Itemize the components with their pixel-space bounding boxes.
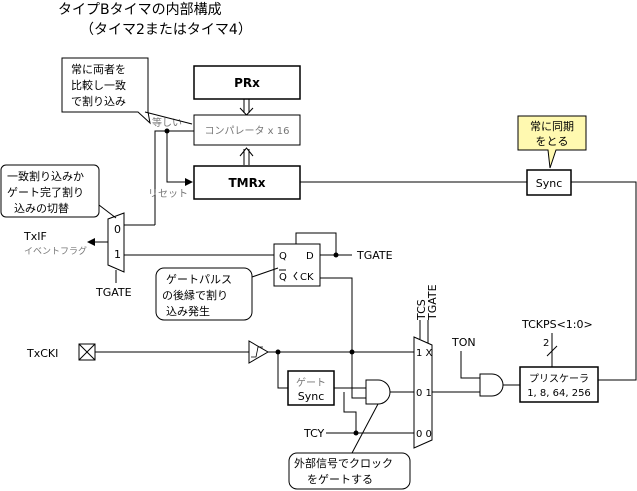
callout-external-1: 外部信号でクロック	[294, 456, 393, 470]
callout-switch-2: ゲート完了割り	[7, 185, 84, 199]
ff-d: D	[306, 251, 314, 262]
callout-compare-2: 比較し一致	[71, 78, 126, 92]
event-flag-label: イベントフラグ	[24, 245, 87, 257]
callout-external-2: をゲートする	[307, 473, 373, 486]
callout-external-pointer	[351, 403, 379, 454]
mux-in-1: 1	[114, 248, 121, 261]
tcy-to-gate-sync	[343, 392, 357, 433]
gate-sync-line1: ゲート	[296, 377, 326, 389]
callout-pulse-pointer	[251, 267, 279, 278]
callout-compare-box	[61, 57, 151, 125]
callout-switch-1: 一致割り込みか	[7, 169, 84, 183]
callout-switch-3: 込みの切替	[14, 201, 69, 215]
callout-external-box	[288, 452, 411, 490]
tcy-label: TCY	[303, 427, 325, 440]
equal-wire	[154, 130, 194, 225]
clock-source-mux	[413, 336, 433, 449]
to-gate-sync-wire	[277, 352, 288, 389]
sync-block	[526, 169, 572, 196]
sync-label: Sync	[536, 177, 563, 190]
comparator-label: コンパレータ x 16	[205, 125, 290, 137]
callout-switch-pointer	[98, 204, 117, 219]
buffer-junction-2	[349, 349, 355, 355]
and-input-2	[351, 388, 366, 399]
tmrx-label: TMRx	[228, 176, 265, 190]
and-gate-ton	[479, 373, 504, 397]
prx-register	[193, 65, 301, 100]
and-gate-external	[365, 379, 391, 405]
reset-wire	[166, 131, 193, 186]
callout-sync-box	[517, 115, 587, 169]
tgate-bottom-label: TGATE	[95, 286, 132, 299]
callout-pulse-1: ゲートパルス	[166, 273, 232, 286]
schmitt-symbol	[251, 346, 263, 358]
reset-label: リセット	[148, 188, 188, 200]
tmrx-register	[193, 165, 301, 200]
mux3-00: 0 0	[416, 429, 432, 440]
prescaler-line2: 1, 8, 64, 256	[527, 388, 591, 399]
txcki-pin-x2	[78, 343, 96, 361]
ff-d-feedback	[295, 232, 337, 256]
tgate-junction	[333, 252, 339, 258]
title-line1: タイプBタイマの内部構成	[58, 2, 222, 18]
interrupt-mux	[107, 212, 125, 273]
tgate-vert-label: TGATE	[426, 284, 439, 321]
comparator	[193, 114, 301, 146]
bus-slash	[546, 345, 558, 357]
title-line2: （タイマ2またはタイマ4）	[80, 22, 252, 38]
tcs-label: TCS	[415, 299, 428, 321]
gate-sync-line2: Sync	[298, 390, 325, 403]
callout-sync-1: 常に同期	[530, 120, 574, 133]
prescaler-line1: プリスケーラ	[529, 373, 589, 385]
ff-qbar: Q	[279, 272, 287, 283]
mux3-1x: 1 X	[416, 348, 433, 359]
ton-wire	[460, 351, 480, 379]
tckps-label: TCKPS<1:0>	[521, 318, 593, 331]
ff-q: Q	[279, 251, 287, 262]
sync-prescaler-wire	[571, 181, 637, 381]
prx-bus-arrow	[239, 107, 254, 116]
callout-switch-box	[0, 164, 100, 218]
prx-label: PRx	[234, 76, 260, 90]
bus-width-label: 2	[543, 338, 549, 349]
callout-pulse-2: の後縁で割り	[162, 288, 228, 302]
mux-in-0: 0	[114, 223, 121, 236]
txif-label: TxIF	[23, 230, 47, 243]
txcki-label: TxCKI	[26, 347, 58, 360]
callout-sync-2: をとる	[536, 135, 569, 148]
callout-compare-3: で割り込み	[71, 94, 126, 108]
schmitt-buffer	[248, 340, 269, 364]
tmr-bus-arrow	[239, 147, 254, 157]
ton-label: TON	[451, 336, 476, 349]
callout-pulse-box	[155, 267, 253, 321]
mux3-01: 0 1	[416, 388, 432, 399]
ff-ck-bubble	[293, 271, 298, 281]
ff-ck: CK	[300, 272, 314, 283]
tgate-ff-label: TGATE	[356, 249, 393, 262]
flip-flop	[273, 243, 321, 287]
callout-compare-pointer	[144, 111, 193, 125]
callout-compare-1: 常に両者を	[71, 63, 126, 76]
callout-pulse-3: 込み発生	[166, 304, 210, 318]
prescaler-block	[519, 366, 599, 403]
